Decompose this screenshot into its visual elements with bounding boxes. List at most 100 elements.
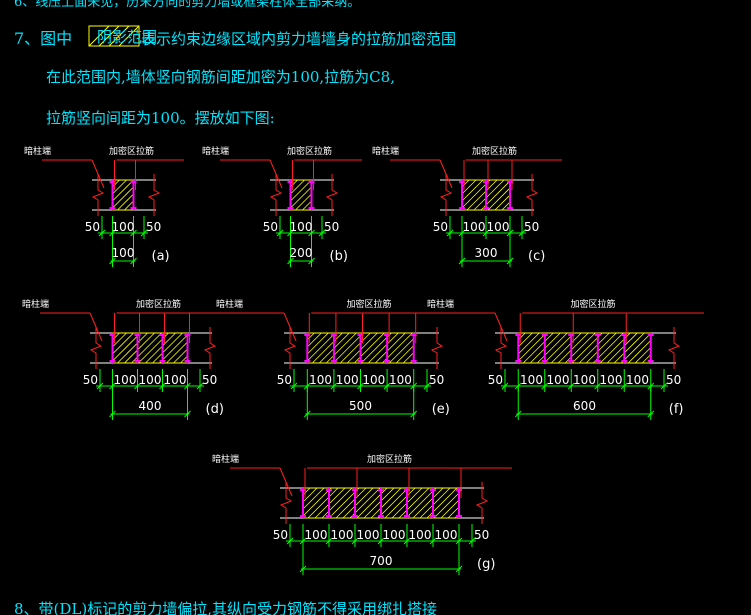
dimension-label: 100 [383, 528, 406, 542]
dimension-tick [325, 537, 333, 545]
dimension-tick [377, 537, 385, 545]
hatch-lines [112, 179, 134, 211]
hatch-line [377, 487, 409, 519]
callout-dense-tie: 加密区拉筋 [287, 145, 332, 157]
dimension-tick [134, 382, 141, 390]
hatch-line [517, 332, 547, 362]
hatch-line [440, 499, 460, 519]
hatch-line [370, 487, 402, 519]
hatch-line [302, 200, 312, 211]
dimension-tick [383, 382, 391, 390]
hatch-line [335, 487, 367, 519]
dimension-tick [594, 382, 602, 390]
break-mark-right [325, 174, 339, 216]
hatch-line [333, 332, 364, 364]
hatch-line [112, 186, 134, 209]
hatch-line [375, 332, 406, 364]
break-mark-left [279, 482, 293, 524]
hatch-line [290, 179, 298, 188]
hatch-line [384, 487, 416, 519]
hatch-line [494, 194, 511, 211]
dimension-label: 100 [600, 373, 623, 387]
dimension-tick [276, 229, 284, 237]
total-dimension-label: 400 [139, 399, 162, 413]
hatch-line [620, 333, 652, 364]
note-line-6: 6、线压上面未见，历末方向的剪力墙或框架柱体全部采纳。 [14, 0, 360, 10]
hatch-line [302, 487, 332, 517]
legend-hatch-pattern [88, 25, 140, 47]
hatch-line [112, 332, 127, 348]
hatch-lines [290, 179, 312, 211]
dimension-tick [429, 537, 437, 545]
dimension-tick [620, 382, 628, 390]
total-dimension-tick [303, 410, 311, 418]
break-mark-left [89, 327, 103, 369]
hatch-line [461, 179, 477, 195]
hatch-line [389, 338, 414, 364]
dimension-tick [140, 229, 148, 237]
hatch-line [159, 334, 188, 364]
dimension-tick [660, 382, 668, 390]
dimension-label: 100 [112, 220, 135, 234]
dimension-tick [501, 382, 509, 390]
dimension-label: 100 [331, 528, 354, 542]
hatch-line [307, 332, 336, 362]
hatch-line [487, 187, 511, 211]
diagram-tag: (c) [528, 249, 545, 264]
hatch-line [112, 332, 134, 355]
hatch-line [117, 193, 134, 211]
hatch-line [517, 332, 540, 355]
hatch-line [342, 487, 374, 519]
dimension-label: 50 [524, 220, 539, 234]
dimension-label: 100 [309, 373, 332, 387]
dimension-label: 100 [520, 373, 543, 387]
hatch-line [347, 332, 378, 364]
hatch-line [634, 347, 652, 364]
total-dimension-label: 700 [370, 554, 393, 568]
hatch-line [112, 332, 120, 341]
break-mark-left [269, 174, 283, 216]
total-dimension-label: 200 [290, 246, 313, 260]
dimension-label: 100 [547, 373, 570, 387]
hatch-line [290, 179, 312, 202]
hatch-line [302, 487, 311, 496]
hatch-line [501, 201, 511, 211]
hatch-line [368, 332, 399, 364]
hatch-line [302, 487, 318, 503]
dimension-tick [330, 382, 338, 390]
dimension-label: 100 [389, 373, 412, 387]
total-dimension-tick [130, 257, 137, 265]
total-dimension-tick [109, 410, 116, 418]
break-mark-right [667, 327, 681, 369]
callout-dense-tie: 加密区拉筋 [109, 145, 154, 157]
break-mark-left [439, 174, 453, 216]
total-dimension-tick [287, 257, 294, 265]
dimension-tick [286, 537, 294, 545]
hatch-line [173, 348, 188, 364]
total-dimension-label: 300 [475, 246, 498, 260]
total-dimension-tick [410, 410, 418, 418]
total-dimension-label: 100 [112, 246, 135, 260]
callout-leader-column [283, 312, 297, 342]
dimension-tick [482, 229, 490, 237]
dimension-tick [357, 382, 364, 390]
callout-leader-column [439, 159, 453, 189]
hatch-line [419, 487, 451, 519]
callout-dense-tie: 加密区拉筋 [472, 145, 517, 157]
dimension-tick [468, 537, 476, 545]
hatch-line [398, 487, 430, 519]
dimension-label: 100 [463, 220, 486, 234]
callout-column-end: 暗柱端 [202, 145, 229, 157]
hatch-line [302, 487, 325, 510]
dimension-tick [423, 382, 431, 390]
dimension-label: 50 [85, 220, 100, 234]
hatch-line [557, 332, 589, 364]
dimension-label: 50 [429, 373, 444, 387]
hatch-line [447, 506, 460, 519]
